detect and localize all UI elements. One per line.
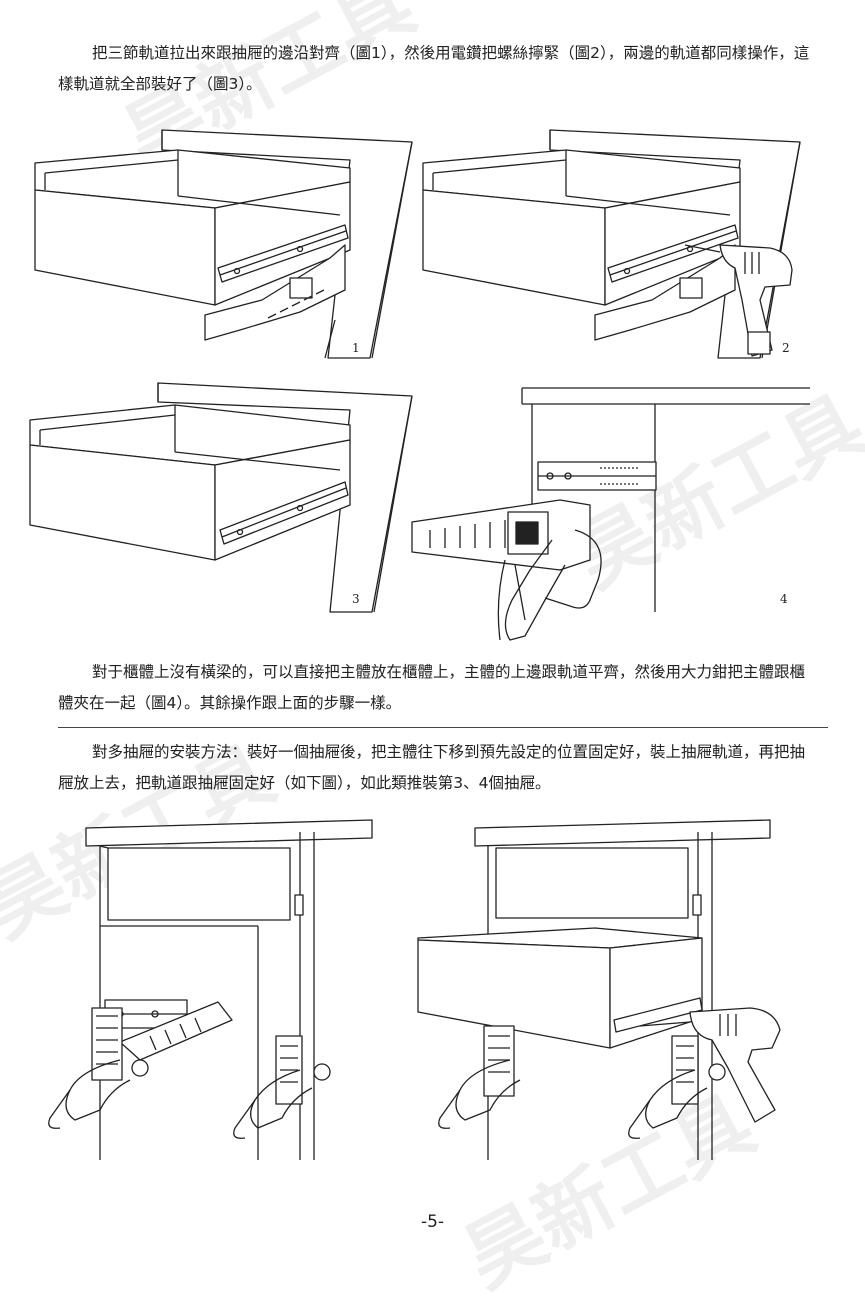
figure-multi-drawer-drill	[417, 819, 781, 1160]
figure-3-label: 3	[352, 592, 360, 606]
figure-1-label: 1	[352, 341, 360, 355]
figure-1-drawer-rail-align: 1	[34, 129, 413, 359]
figure-multi-drawer-jig	[48, 819, 373, 1160]
instruction-paragraph-3: 對多抽屜的安裝方法：裝好一個抽屜後，把主體往下移到預先設定的位置固定好，裝上抽屜…	[58, 737, 818, 799]
figure-3-installed-rail: 3	[29, 382, 413, 613]
page-number: -5-	[420, 1212, 445, 1232]
figure-2-drill-screw: 2	[422, 129, 801, 359]
instruction-paragraph-2: 對于櫃體上沒有橫梁的，可以直接把主體放在櫃體上，主體的上邊跟軌道平齊，然後用大力…	[58, 657, 818, 719]
paragraph-1-text: 把三節軌道拉出來跟抽屜的邊沿對齊（圖1），然後用電鑽把螺絲擰緊（圖2），兩邊的軌…	[58, 44, 810, 93]
figure-4-clamp-jig: 4	[411, 387, 810, 641]
figure-4-label: 4	[780, 592, 788, 606]
figure-2-label: 2	[782, 341, 790, 355]
installation-illustrations: 1 2 3	[29, 129, 810, 1160]
instruction-paragraph-1: 把三節軌道拉出來跟抽屜的邊沿對齊（圖1），然後用電鑽把螺絲擰緊（圖2），兩邊的軌…	[58, 38, 818, 100]
paragraph-2-text: 對于櫃體上沒有橫梁的，可以直接把主體放在櫃體上，主體的上邊跟軌道平齊，然後用大力…	[58, 663, 806, 712]
section-divider	[58, 727, 828, 728]
paragraph-3-text: 對多抽屜的安裝方法：裝好一個抽屜後，把主體往下移到預先設定的位置固定好，裝上抽屜…	[58, 743, 806, 792]
